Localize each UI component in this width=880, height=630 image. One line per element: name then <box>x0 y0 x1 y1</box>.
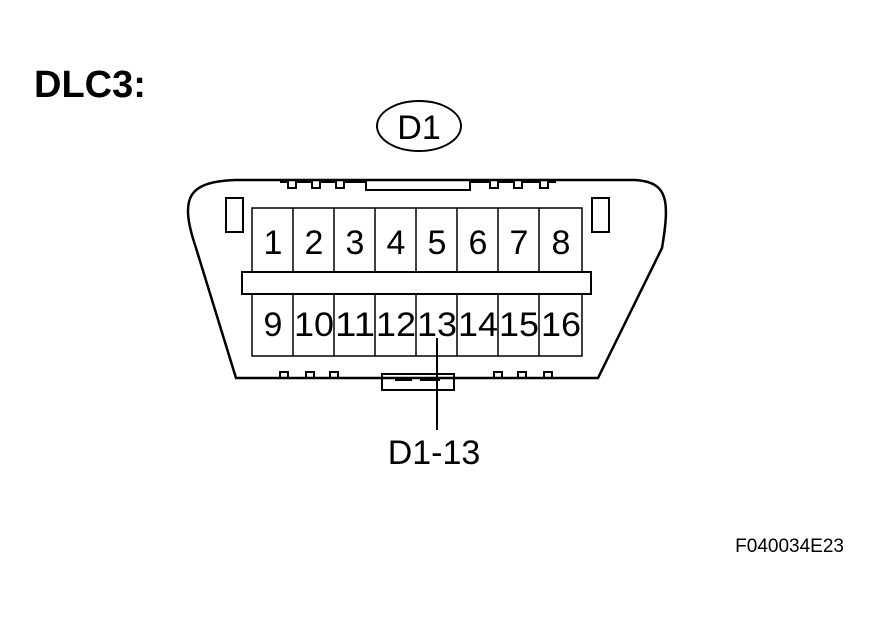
pin-label: 7 <box>510 224 529 262</box>
diagram-title: DLC3: <box>34 64 146 106</box>
pin-label: 1 <box>264 224 283 262</box>
pin-label: 5 <box>428 224 447 262</box>
housing-top-notches <box>280 181 556 191</box>
housing-latch <box>381 374 455 391</box>
connector-id-label: D1 <box>397 109 440 147</box>
pin-label: 6 <box>469 224 488 262</box>
pin-label: 9 <box>264 306 283 344</box>
pin-label: 4 <box>387 224 406 262</box>
connector-id-badge: D1 <box>376 100 462 152</box>
pin-label: 3 <box>346 224 365 262</box>
pin-label-highlighted: 13 <box>417 306 457 344</box>
housing-bottom-notches <box>270 371 566 379</box>
figure-code: F040034E23 <box>735 536 844 557</box>
left-guide-slot <box>225 197 244 233</box>
pin-label: 8 <box>552 224 571 262</box>
right-guide-slot <box>591 197 610 233</box>
center-separator-bar <box>241 271 592 295</box>
pin-row-bottom: 9 10 11 12 13 14 15 16 <box>251 293 583 357</box>
pin-row-top: 1 2 3 4 5 6 7 8 <box>251 207 583 273</box>
pin-label: 15 <box>499 306 539 344</box>
pin-label: 14 <box>458 306 498 344</box>
pin-label: 10 <box>294 306 334 344</box>
pin-label: 12 <box>376 306 416 344</box>
pin-label: 11 <box>335 306 375 344</box>
pin-label: 2 <box>305 224 324 262</box>
pin-label: 16 <box>541 306 581 344</box>
connector-housing <box>186 178 668 380</box>
callout-label: D1-13 <box>388 434 481 472</box>
